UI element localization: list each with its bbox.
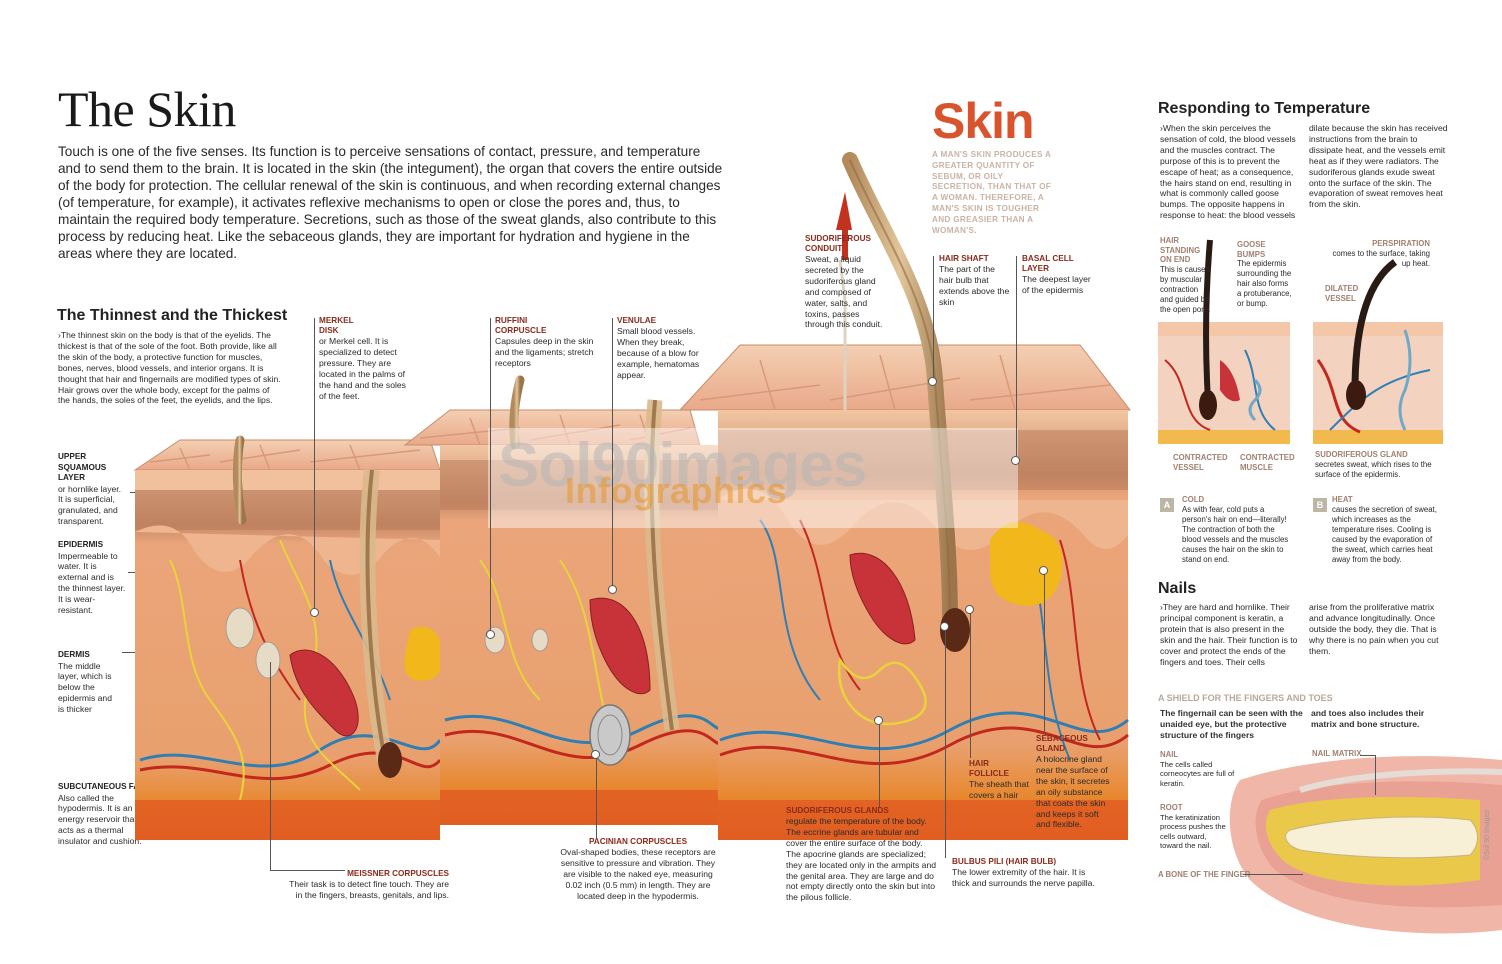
layer-subcutaneous: SUBCUTANEOUS FAT Also called the hypoder… xyxy=(58,782,144,847)
label-dilated-vessel: DILATED VESSEL xyxy=(1325,284,1359,303)
label-nail-matrix: NAIL MATRIX xyxy=(1312,749,1362,758)
copyright-credit: ©Sol 90 Images xyxy=(1484,810,1491,860)
fingernail-illustration xyxy=(1229,756,1502,934)
label-sudoriferous-gland-small: SUDORIFEROUS GLAND secretes sweat, which… xyxy=(1315,450,1432,479)
watermark-subtext: Infographics xyxy=(565,470,788,511)
callout-merkel-disk: MERKEL DISK or Merkel cell. It is specia… xyxy=(319,316,406,401)
layer-epidermis: EPIDERMIS Impermeable to water. It is ex… xyxy=(58,540,126,616)
label-goose-bumps: GOOSE BUMPS The epidermis surrounding th… xyxy=(1237,240,1292,308)
watermark-text: Sol90images xyxy=(498,431,867,500)
badge-b: B xyxy=(1313,498,1327,512)
callout-ruffini-corpuscle: RUFFINI CORPUSCLE Capsules deep in the s… xyxy=(495,316,594,368)
callout-bulbus-pili: BULBUS PILI (HAIR BULB) The lower extrem… xyxy=(952,857,1095,888)
skin-feature-word: Skin xyxy=(932,93,1035,149)
nails-heading: Nails xyxy=(1158,580,1197,597)
layer-dermis: DERMIS The middle layer, which is below … xyxy=(58,650,112,715)
temperature-cold-panel xyxy=(1158,239,1290,444)
callout-sudoriferous-conduit: SUDORIFEROUS CONDUIT Sweat, a liquid sec… xyxy=(805,234,883,330)
badge-a: A xyxy=(1160,498,1174,512)
callout-hair-shaft: HAIR SHAFT The part of the hair bulb tha… xyxy=(939,254,1010,307)
label-finger-bone: A BONE OF THE FINGER xyxy=(1158,870,1251,879)
temperature-col2: dilate because the skin has received ins… xyxy=(1309,123,1448,210)
callout-pacinian-corpuscles: PACINIAN CORPUSCLES Oval-shaped bodies, … xyxy=(560,837,716,901)
callout-sudoriferous-glands: SUDORIFEROUS GLANDS regulate the tempera… xyxy=(786,806,937,903)
intro-paragraph: Touch is one of the five senses. Its fun… xyxy=(58,144,723,261)
skin-block-1 xyxy=(133,435,444,840)
callout-venulae: VENULAE Small blood vessels. When they b… xyxy=(617,316,700,380)
label-nail: NAIL The cells called corneocytes are fu… xyxy=(1160,750,1235,788)
label-hair-standing: HAIR STANDING ON END This is caused by m… xyxy=(1160,236,1211,314)
temperature-col1: ›When the skin perceives the sensation o… xyxy=(1160,123,1296,221)
thin-thick-text: ›The thinnest skin on the body is that o… xyxy=(58,330,281,406)
thin-thick-heading: The Thinnest and the Thickest xyxy=(57,307,288,324)
shield-col1: The fingernail can be seen with the unai… xyxy=(1160,708,1303,740)
callout-basal-cell-layer: BASAL CELL LAYER The deepest layer of th… xyxy=(1022,254,1091,295)
callout-sebaceous-gland: SEBACEOUS GLAND A holocrine gland near t… xyxy=(1036,734,1110,830)
callout-hair-follicle: HAIR FOLLICLE The sheath that covers a h… xyxy=(969,759,1029,800)
temperature-heat-panel xyxy=(1313,259,1443,444)
shield-heading: A SHIELD FOR THE FINGERS AND TOES xyxy=(1158,693,1333,703)
cold-block: COLD As with fear, cold puts a person's … xyxy=(1182,495,1289,564)
shield-col2: and toes also includes their matrix and … xyxy=(1311,708,1425,729)
page-title: The Skin xyxy=(58,81,236,137)
nails-col1: ›They are hard and hornlike. Their princ… xyxy=(1160,602,1298,667)
layer-upper-squamous: UPPER SQUAMOUS LAYER or hornlike layer. … xyxy=(58,452,122,527)
label-perspiration: PERSPIRATION comes to the surface, takin… xyxy=(1332,239,1430,268)
label-root: ROOT The keratinization process pushes t… xyxy=(1160,803,1226,851)
temperature-heading: Responding to Temperature xyxy=(1158,100,1371,117)
callout-meissner-corpuscles: MEISSNER CORPUSCLES Their task is to det… xyxy=(289,869,449,900)
nails-col2: arise from the proliferative matrix and … xyxy=(1309,602,1439,656)
label-contracted-muscle: CONTRACTED MUSCLE xyxy=(1240,453,1295,472)
skin-feature-note: A MAN'S SKIN PRODUCES A GREATER QUANTITY… xyxy=(932,150,1052,235)
label-contracted-vessel: CONTRACTED VESSEL xyxy=(1173,453,1228,472)
heat-block: HEAT causes the secretion of sweat, whic… xyxy=(1332,495,1437,564)
watermark-band xyxy=(488,428,1018,528)
skin-block-3 xyxy=(678,152,1132,840)
